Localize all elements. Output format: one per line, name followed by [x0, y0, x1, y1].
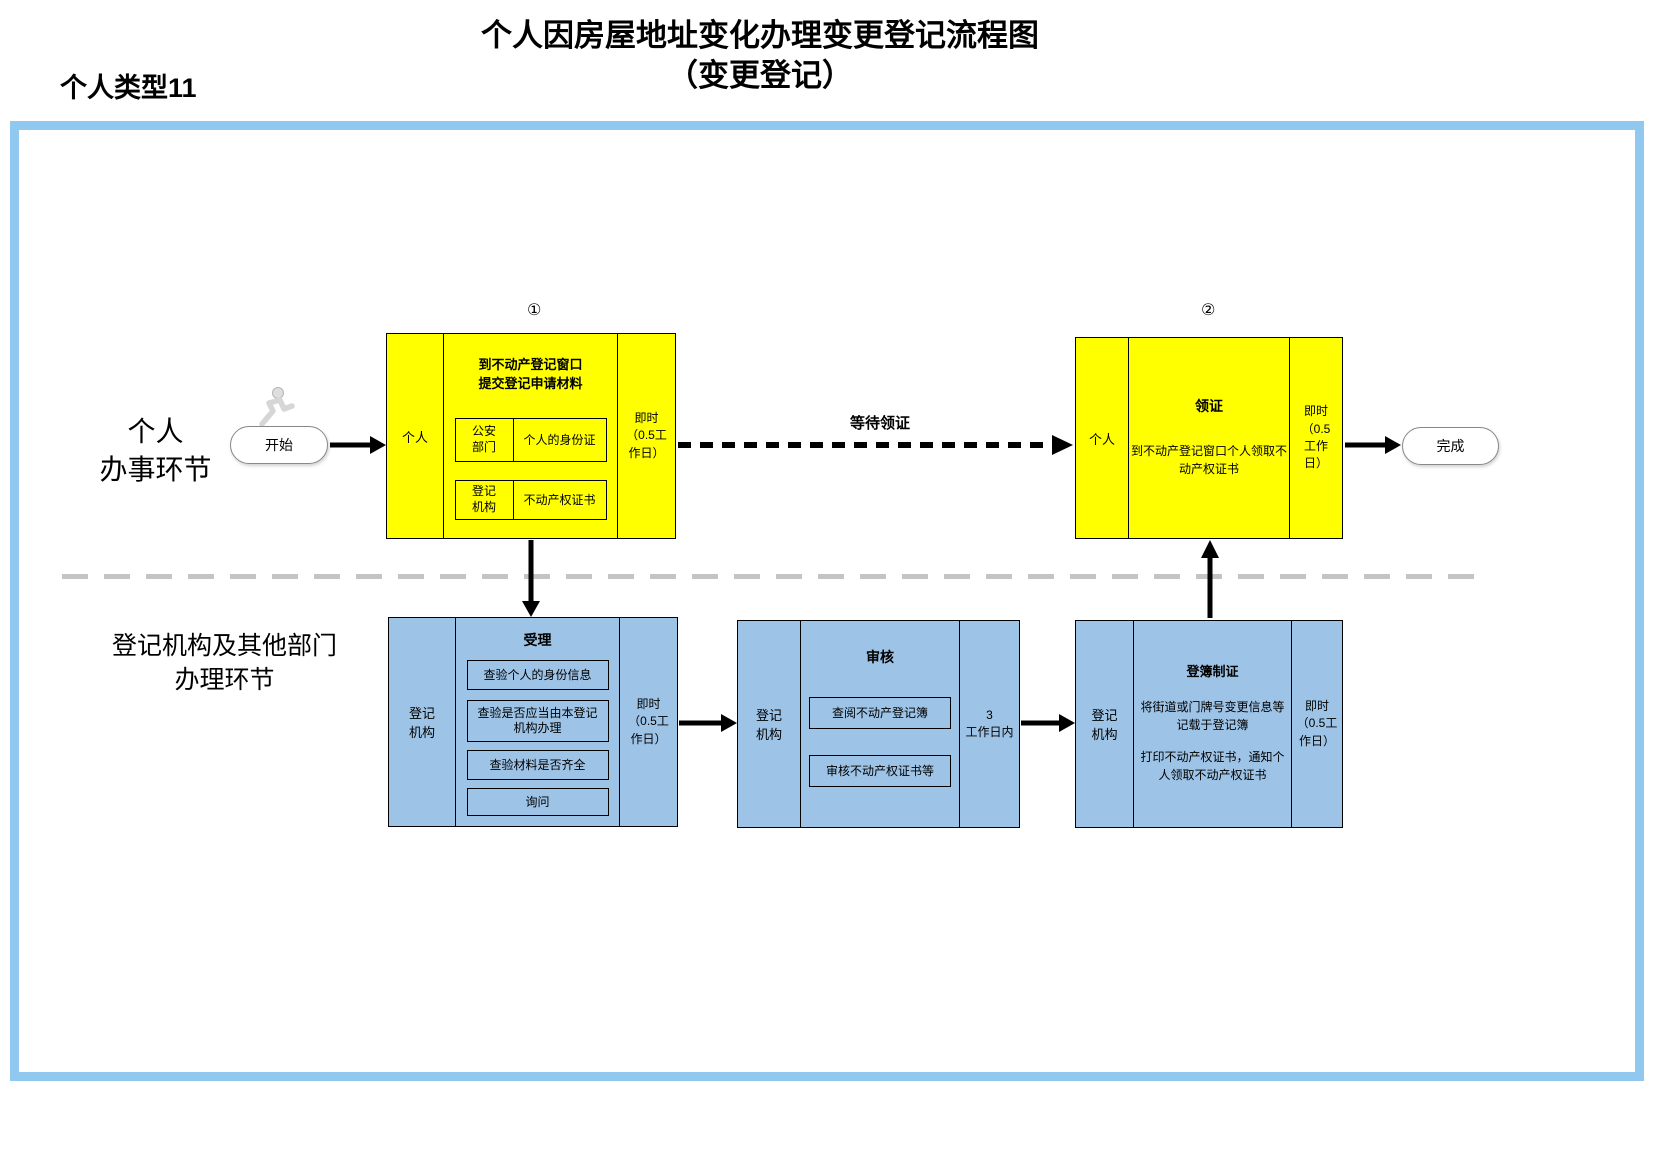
issue-body-2: 打印不动产权证书，通知个 人领取不动产权证书	[1140, 749, 1285, 782]
accept-item-2: 查验是否应当由本登记 机构办理	[466, 700, 609, 743]
accept-item-1: 查验个人的身份信息	[466, 660, 609, 691]
step1-title: 到不动产登记窗口 提交登记申请材料	[478, 357, 583, 391]
review-role-label: 登记 机构	[755, 708, 782, 742]
issue-time-label: 即时 （0.5工 作日）	[1296, 698, 1338, 748]
lane-separator	[62, 574, 1486, 579]
finish-node: 完成	[1402, 427, 1499, 465]
step2-marker: ②	[1201, 302, 1216, 319]
review-title: 审核	[866, 649, 894, 665]
person-icon	[259, 387, 295, 427]
start-label: 开始	[265, 437, 293, 453]
review-time-label: 3 工作日内	[965, 707, 1014, 739]
lane-label-personal: 个人 办事环节	[99, 417, 212, 486]
issue-content: 登簿制证 将街道或门牌号变更信息等 记载于登记簿 打印不动产权证书，通知个 人领…	[1134, 621, 1291, 827]
step1-submit-box: 个人 到不动产登记窗口 提交登记申请材料 公安 部门 个人的身份证 登记 机构 …	[386, 333, 676, 539]
review-box: 登记 机构 审核 查阅不动产登记簿 审核不动产权证书等 3 工作日内	[737, 620, 1020, 828]
accept-role-label: 登记 机构	[408, 706, 435, 740]
step2-collect-box: 个人 领证 到不动产登记窗口个人领取不 动产权证书 即时 （0.5 工作 日）	[1075, 337, 1343, 539]
step1-role: 个人	[387, 334, 444, 538]
step1-doc-row-1: 公安 部门 个人的身份证	[454, 417, 607, 462]
page-title-line1: 个人因房屋地址变化办理变更登记流程图	[481, 18, 1039, 53]
step2-time-label: 即时 （0.5 工作 日）	[1301, 404, 1331, 471]
issue-box: 登记 机构 登簿制证 将街道或门牌号变更信息等 记载于登记簿 打印不动产权证书，…	[1075, 620, 1343, 828]
accept-item-4: 询问	[466, 788, 609, 817]
accept-title: 受理	[523, 632, 552, 648]
step1-role-label: 个人	[401, 429, 428, 445]
step1-doc2-name: 不动产权证书	[523, 493, 596, 508]
person-type-label: 个人类型11	[60, 73, 197, 103]
step1-content: 到不动产登记窗口 提交登记申请材料 公安 部门 个人的身份证 登记 机构 不动产…	[444, 334, 617, 538]
accept-time: 即时 （0.5工 作日）	[619, 618, 677, 826]
step2-role: 个人	[1076, 338, 1129, 538]
page-title-line2: （变更登记）	[667, 58, 853, 93]
step1-time: 即时 （0.5工 作日）	[617, 334, 675, 538]
step2-content: 领证 到不动产登记窗口个人领取不 动产权证书	[1129, 338, 1289, 538]
accept-box: 登记 机构 受理 查验个人的身份信息 查验是否应当由本登记 机构办理 查验材料是…	[388, 617, 678, 827]
review-role: 登记 机构	[738, 621, 801, 827]
step2-role-label: 个人	[1088, 431, 1115, 447]
start-node: 开始	[230, 426, 328, 464]
wait-label: 等待领证	[849, 415, 910, 432]
accept-content: 受理 查验个人的身份信息 查验是否应当由本登记 机构办理 查验材料是否齐全 询问	[456, 618, 619, 826]
finish-label: 完成	[1436, 438, 1465, 454]
step1-marker: ①	[527, 302, 542, 319]
step1-time-label: 即时 （0.5工 作日）	[626, 410, 667, 460]
review-content: 审核 查阅不动产登记簿 审核不动产权证书等	[801, 621, 959, 827]
step2-time: 即时 （0.5 工作 日）	[1289, 338, 1342, 538]
review-time: 3 工作日内	[959, 621, 1019, 827]
step2-title: 领证	[1195, 398, 1223, 414]
lane-label-agency: 登记机构及其他部门 办理环节	[111, 633, 337, 694]
issue-body-1: 将街道或门牌号变更信息等 记载于登记簿	[1140, 699, 1285, 732]
accept-item-3: 查验材料是否齐全	[466, 750, 609, 781]
review-item-2: 审核不动产权证书等	[809, 755, 951, 788]
issue-role: 登记 机构	[1076, 621, 1134, 827]
step1-doc1-source: 公安 部门	[456, 418, 514, 461]
step1-doc1-name: 个人的身份证	[523, 433, 596, 448]
issue-role-label: 登记 机构	[1091, 708, 1118, 742]
accept-role: 登记 机构	[389, 618, 456, 826]
accept-time-label: 即时 （0.5工 作日）	[628, 696, 669, 746]
issue-title: 登簿制证	[1186, 664, 1239, 679]
diagram-frame	[10, 121, 1644, 1081]
step1-doc-row-2: 登记 机构 不动产权证书	[454, 479, 607, 520]
step2-body: 到不动产登记窗口个人领取不 动产权证书	[1130, 444, 1287, 477]
issue-time: 即时 （0.5工 作日）	[1291, 621, 1342, 827]
review-item-1: 查阅不动产登记簿	[809, 697, 951, 730]
step1-doc2-source: 登记 机构	[456, 480, 514, 519]
